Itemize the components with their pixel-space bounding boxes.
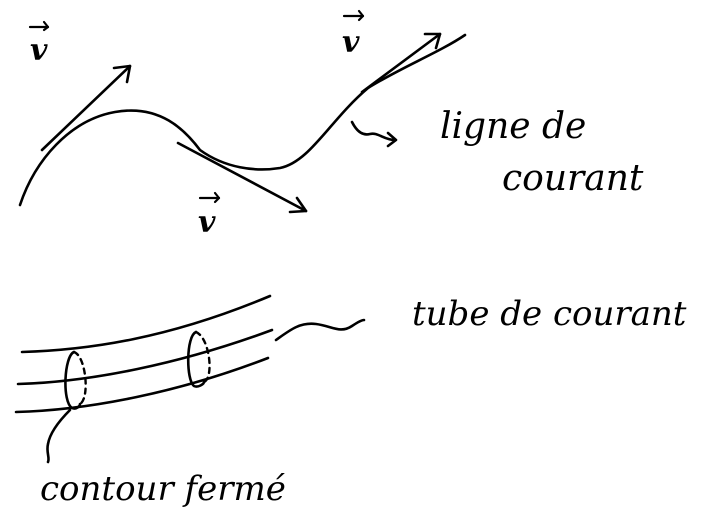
velocity-label-3: v [198,191,221,240]
closed-contour-right [186,330,211,388]
svg-text:v: v [198,205,216,240]
stream-tube-line-middle [16,328,274,386]
velocity-label-1: v [28,20,50,68]
stream-tube-figure: tube de courant contour fermé [14,294,687,509]
stream-tube-label: tube de courant [412,294,687,334]
streamline-pointer [350,120,398,148]
svg-text:v: v [342,25,360,60]
velocity-vector-1 [40,64,132,152]
streamline-curve [18,33,467,207]
streamline-label-line2: courant [502,158,644,199]
streamline-label-line1: ligne de [440,106,586,147]
tube-pointer [274,318,366,342]
stream-tube-line-bottom [14,356,270,414]
velocity-vector-2 [176,141,308,214]
stream-tube-line-top [20,294,272,354]
closed-contour-left [64,350,87,410]
svg-text:v: v [30,33,48,68]
velocity-vector-3 [360,32,442,94]
streamline-figure: v v v ligne de courant [18,9,644,240]
velocity-label-2: v [342,9,365,60]
contour-pointer [46,408,72,464]
closed-contour-label: contour fermé [40,469,286,509]
